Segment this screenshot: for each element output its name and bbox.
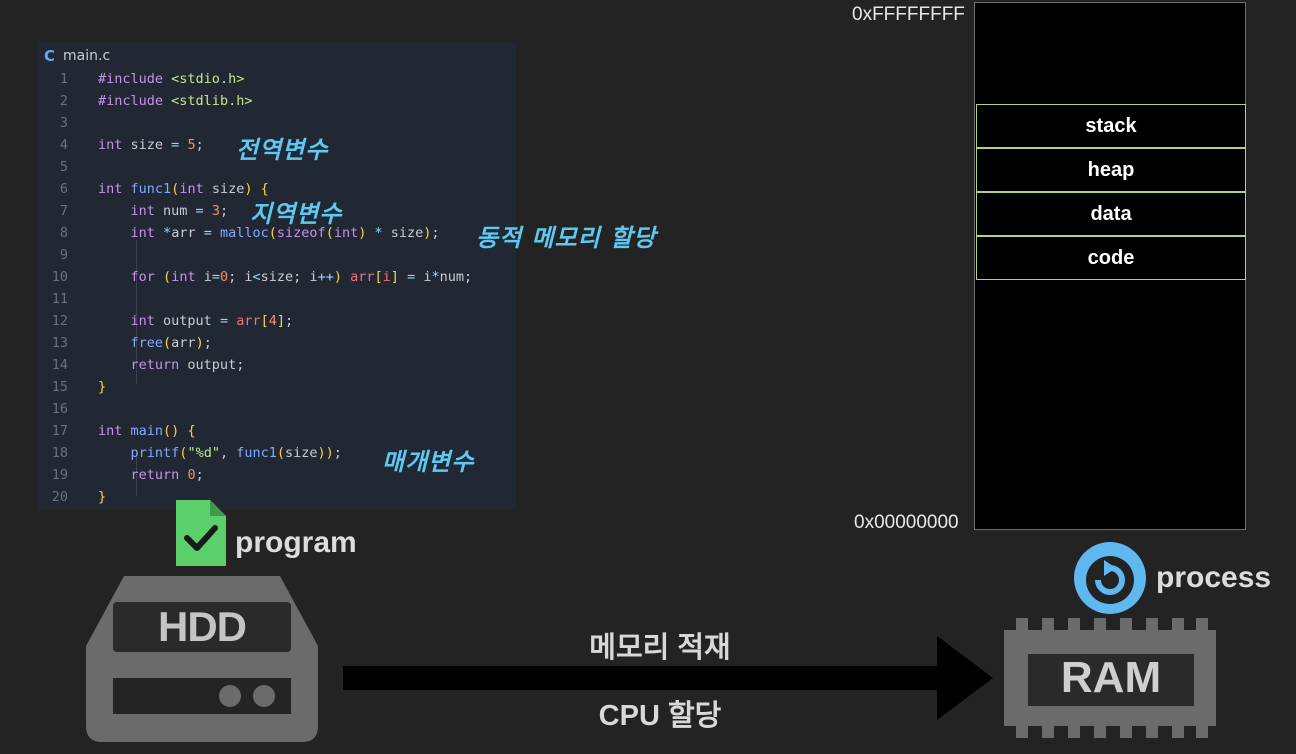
code-line: 12 int output = arr[4]; [38,310,293,332]
code-line: 2#include <stdlib.h> [38,90,253,112]
code-line: 5 [38,156,98,178]
code-line: 15} [38,376,106,398]
line-number: 7 [59,203,68,219]
tab-filename: main.c [63,48,111,64]
code-line: 7 int num = 3; [38,200,228,222]
memory-layout: stack heap data code [974,2,1246,530]
line-number: 1 [59,71,68,87]
hdd-label: HDD [158,603,247,650]
c-language-icon: C [44,47,56,65]
line-number: 5 [59,159,68,175]
line-number: 11 [51,291,68,307]
program-label: program [235,526,357,559]
code-line: 8 int *arr = malloc(sizeof(int) * size); [38,222,440,244]
code-line: 20} [38,486,106,508]
line-number: 6 [59,181,68,197]
annotation-param-var: 매개변수 [382,448,475,476]
load-arrow [343,636,993,724]
code-line: 18 printf("%d", func1(size)); [38,442,342,464]
line-number: 14 [51,357,68,373]
segment-heap: heap [976,148,1246,192]
code-line: 11 [38,288,98,310]
line-number: 18 [51,445,68,461]
hard-drive-icon [86,576,318,746]
indent-guide [136,450,137,496]
code-line: 13 free(arr); [38,332,212,354]
code-line: 1#include <stdio.h> [38,68,244,90]
ram-label: RAM [1060,653,1162,702]
annotation-dynamic-alloc: 동적 메모리 할당 [476,224,657,252]
cpu-allocation-label: CPU 할당 [598,700,722,732]
line-number: 4 [59,137,68,153]
top-address: 0xFFFFFFFF [852,4,965,25]
line-number: 12 [51,313,68,329]
memory-load-label: 메모리 적재 [589,632,731,664]
editor-tab[interactable]: C main.c [44,46,110,66]
process-label: process [1156,561,1272,594]
line-number: 10 [51,269,68,285]
line-number: 19 [51,467,68,483]
segment-code: code [976,236,1246,280]
file-check-icon [176,500,226,570]
refresh-icon [1074,542,1146,618]
code-line: 16 [38,398,98,420]
line-number: 13 [51,335,68,351]
code-line: 9 [38,244,98,266]
memory-chip-icon [1004,618,1216,742]
code-line: 3 [38,112,98,134]
line-number: 2 [59,93,68,109]
line-number: 9 [59,247,68,263]
code-line: 14 return output; [38,354,245,376]
annotation-global-var: 전역변수 [236,136,329,164]
line-number: 17 [51,423,68,439]
line-number: 16 [51,401,68,417]
annotation-local-var: 지역변수 [250,200,343,228]
indent-guide [136,240,137,384]
bottom-address: 0x00000000 [854,512,959,533]
segment-data: data [976,192,1246,236]
line-number: 3 [59,115,68,131]
code-editor: C main.c 1#include <stdio.h> 2#include <… [38,42,516,510]
segment-stack: stack [976,104,1246,148]
line-number: 15 [51,379,68,395]
code-line: 10 for (int i=0; i<size; i++) arr[i] = i… [38,266,472,288]
line-number: 8 [59,225,68,241]
code-line: 19 return 0; [38,464,204,486]
line-number: 20 [51,489,68,505]
